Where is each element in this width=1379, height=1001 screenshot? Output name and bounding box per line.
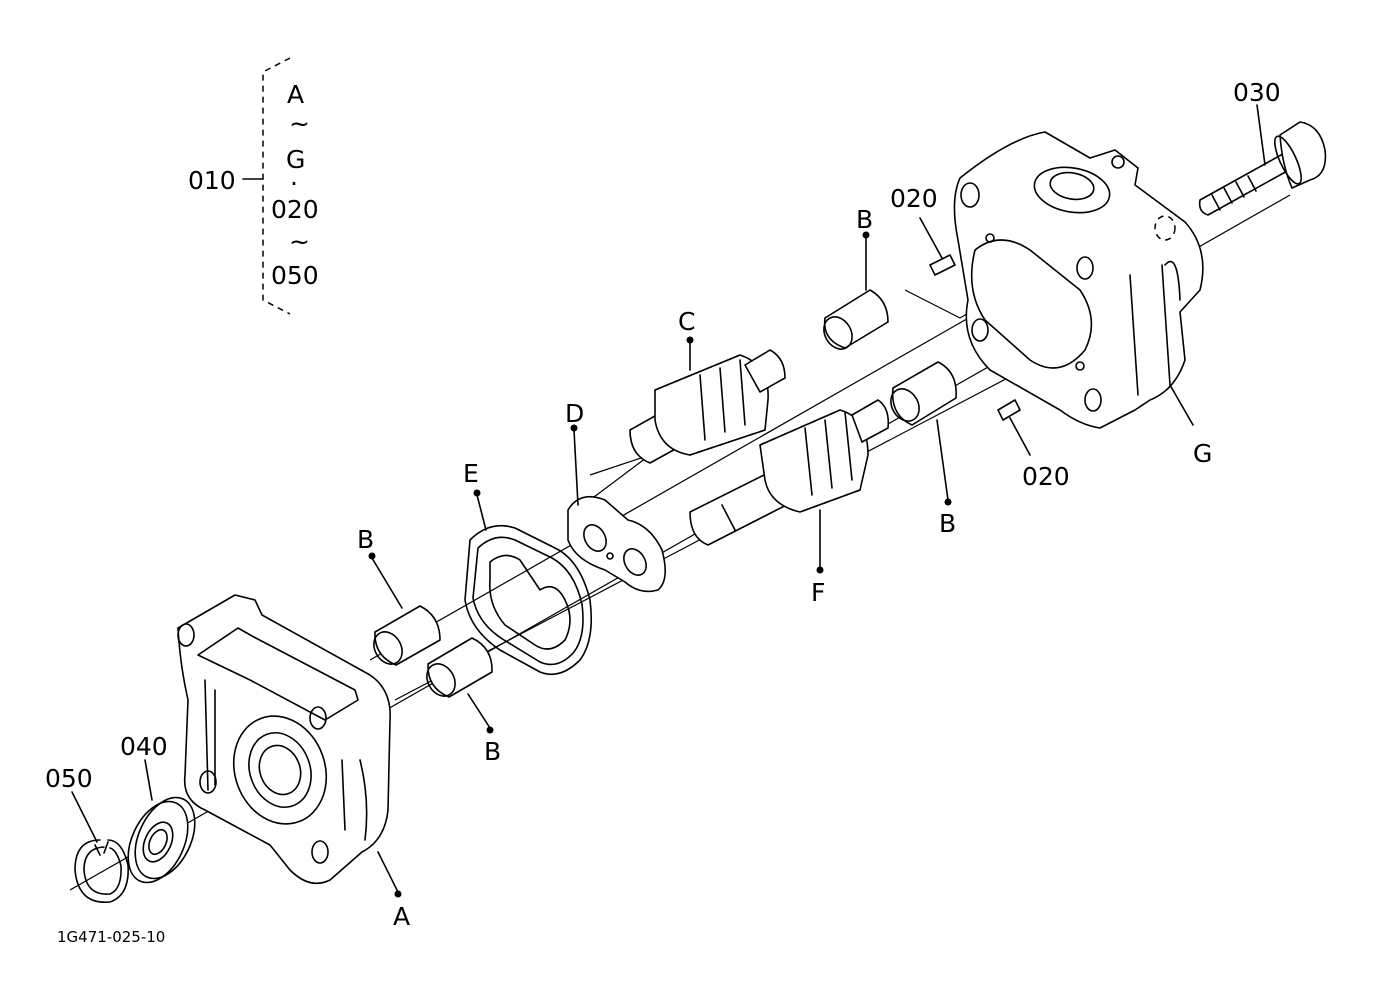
diagram-reference-code: 1G471-025-10: [57, 928, 165, 946]
part-label-a: A: [393, 902, 410, 931]
callout-030: 030: [1233, 78, 1281, 107]
group-line-tilde-2: ~: [289, 227, 310, 256]
part-b-bushing-lower-left: B: [426, 637, 501, 766]
part-label-f: F: [811, 578, 825, 607]
part-label-c: C: [678, 307, 695, 336]
group-line-a: A: [287, 80, 304, 109]
group-callout-010: 010: [188, 166, 236, 195]
group-line-tilde-1: ~: [289, 109, 310, 138]
part-030-bolt: 030: [1198, 78, 1327, 216]
group-line-dot: ·: [290, 169, 298, 198]
part-040-oil-seal: 040: [120, 732, 196, 884]
part-label-g: G: [1193, 439, 1212, 468]
part-label-e: E: [463, 459, 479, 488]
part-label-b-left: B: [357, 525, 374, 554]
part-g-pump-body: G: [953, 131, 1212, 468]
part-020-dowel-pins: 020 020: [890, 184, 1070, 491]
part-label-d: D: [565, 399, 584, 428]
part-a-front-cover: A: [177, 594, 410, 931]
callout-040: 040: [120, 732, 168, 761]
part-label-b-right: B: [939, 509, 956, 538]
group-line-020: 020: [271, 195, 319, 224]
part-b-bushing-lower-right: B: [890, 361, 957, 538]
part-e-gasket-seal: E: [463, 459, 593, 676]
callout-020-upper: 020: [890, 184, 938, 213]
part-f-drive-gear: F: [689, 399, 890, 607]
group-bracket: 010 A ~ G · 020 ~ 050: [188, 57, 319, 315]
part-b-bushing-upper-left: B: [357, 525, 441, 666]
part-label-b-upper: B: [856, 205, 873, 234]
callout-050: 050: [45, 764, 93, 793]
callout-020-lower: 020: [1022, 462, 1070, 491]
group-line-050: 050: [271, 261, 319, 290]
part-d-side-plate: D: [565, 399, 666, 593]
part-b-bushing-upper-right: B: [823, 205, 889, 350]
group-line-g: G: [286, 145, 305, 174]
part-c-driven-gear: C: [629, 307, 786, 464]
part-050-snap-ring: 050: [45, 764, 129, 903]
part-label-b-lower: B: [484, 737, 501, 766]
